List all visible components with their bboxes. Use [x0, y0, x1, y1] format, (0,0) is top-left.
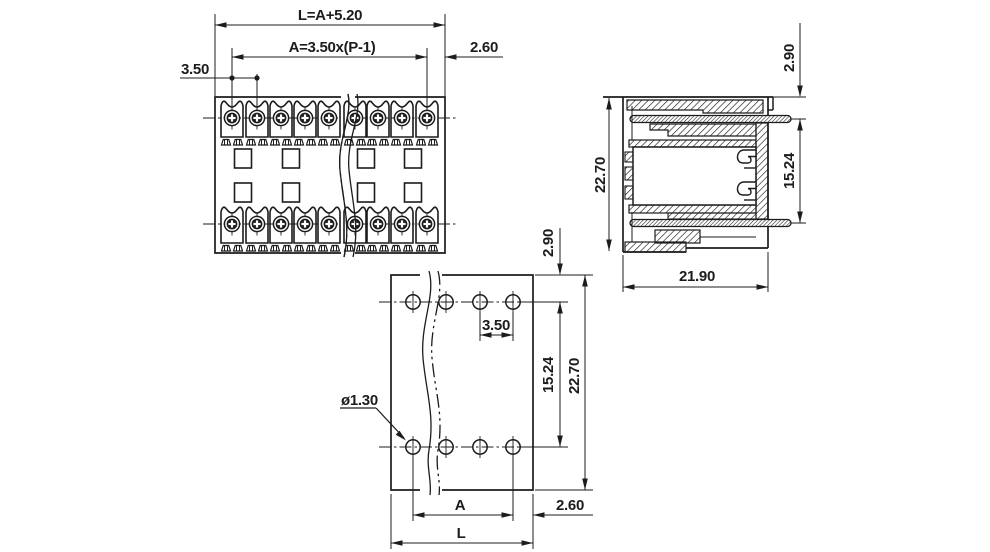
dim-foot-hole-diameter: ø1.30 — [341, 392, 378, 409]
dim-foot-hole-pitch: 3.50 — [482, 317, 510, 334]
side-section-view — [603, 23, 806, 292]
pcb-footprint-view — [340, 228, 593, 549]
dim-foot-edge-offset: 2.60 — [556, 497, 584, 514]
dimension-labels: L=A+5.20 A=3.50x(P-1) 3.50 2.60 2.90 22.… — [181, 7, 798, 542]
dim-side-depth: 21.90 — [679, 268, 715, 285]
dim-front-overall-length: L=A+5.20 — [298, 7, 362, 24]
dim-foot-row-span: 15.24 — [540, 356, 557, 393]
dim-side-pin-offset: 2.90 — [781, 44, 798, 72]
front-view — [180, 14, 503, 258]
dim-foot-row-offset: 2.90 — [540, 229, 557, 257]
dim-side-height: 22.70 — [592, 157, 609, 193]
dim-foot-height: 22.70 — [566, 358, 583, 394]
dim-side-pin-span: 15.24 — [781, 152, 798, 189]
dim-front-edge-offset: 2.60 — [470, 39, 498, 56]
dim-foot-span: A — [455, 497, 466, 514]
dim-front-pin-span: A=3.50x(P-1) — [289, 39, 376, 56]
dim-foot-length: L — [457, 525, 466, 542]
dim-front-pitch: 3.50 — [181, 61, 209, 78]
